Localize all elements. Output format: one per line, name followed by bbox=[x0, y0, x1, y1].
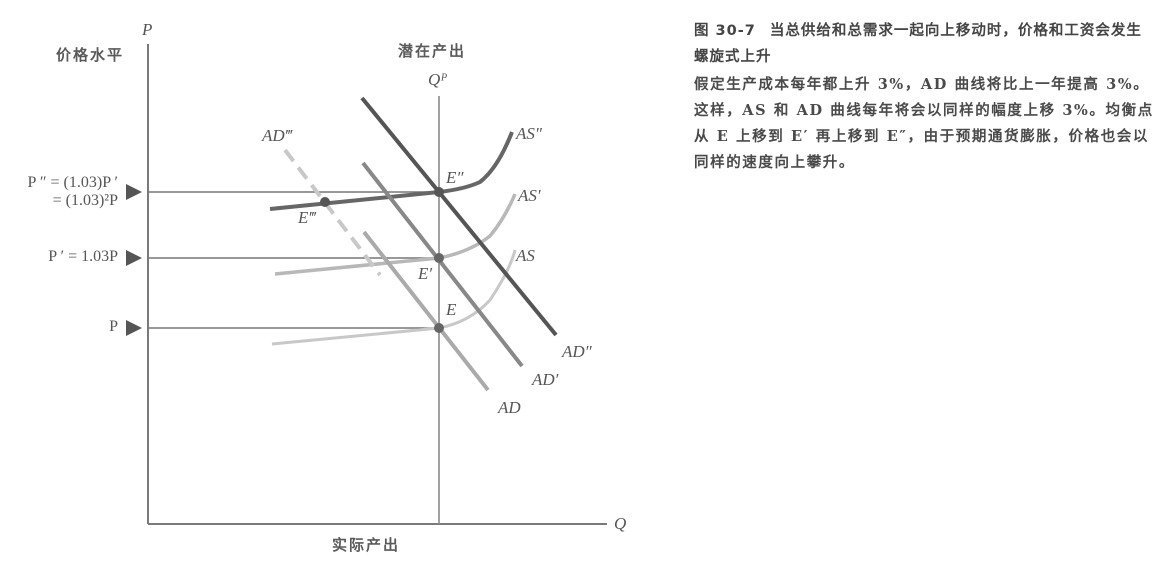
as-prime-curve bbox=[274, 193, 517, 276]
x-axis-symbol: Q bbox=[614, 514, 627, 533]
ad-prime-curve bbox=[361, 161, 524, 368]
price-tick-p1: P ′ = 1.03P bbox=[48, 248, 118, 265]
price-arrow-p2 bbox=[126, 184, 142, 200]
ad-triple-prime-label: AD‴ bbox=[262, 126, 292, 145]
as-ad-diagram: P 价格水平 潜在产出 Qᴾ Q 实际产出 P ″ = (1.03)P ′ = … bbox=[0, 20, 627, 554]
price-arrow-p1 bbox=[126, 250, 142, 266]
price-tick-p2-line1: P ″ = (1.03)P ′ bbox=[27, 174, 118, 191]
y-axis-symbol: P bbox=[142, 20, 153, 39]
as-double-prime-curve bbox=[269, 131, 514, 211]
potential-output-label: 潜在产出 bbox=[398, 42, 467, 60]
caption-body: 假定生产成本每年都上升 3%，AD 曲线将比上一年提高 3%。这样，AS 和 A… bbox=[694, 76, 1154, 171]
price-tick-p2-line2: = (1.03)²P bbox=[52, 192, 118, 209]
as-curve bbox=[271, 249, 517, 346]
potential-output-symbol: Qᴾ bbox=[428, 70, 447, 89]
equilibrium-e1-label: E′ bbox=[418, 264, 433, 283]
price-tick-p2: P ″ = (1.03)P ′ = (1.03)²P bbox=[0, 174, 118, 210]
ad-curve bbox=[362, 230, 490, 392]
equilibrium-e2-label: E″ bbox=[446, 168, 464, 187]
figure-title: 当总供给和总需求一起向上移动时，价格和工资会发生螺旋式上升 bbox=[694, 23, 1142, 65]
ad-double-prime-curve bbox=[360, 96, 558, 337]
equilibrium-e3-marker bbox=[320, 197, 330, 207]
as-double-prime-label: AS″ bbox=[516, 124, 542, 143]
x-axis-label: 实际产出 bbox=[332, 536, 401, 554]
ad-prime-label: AD′ bbox=[532, 370, 559, 389]
equilibrium-e-label: E bbox=[446, 300, 457, 319]
price-arrow-p0 bbox=[126, 320, 142, 336]
y-axis-label: 价格水平 bbox=[56, 46, 125, 64]
equilibrium-e3-label: E‴ bbox=[298, 208, 316, 227]
diagram-canvas bbox=[126, 44, 607, 525]
figure-number: 图 30-7 bbox=[694, 23, 756, 39]
as-label: AS bbox=[516, 246, 535, 265]
ad-triple-prime-curve bbox=[283, 148, 382, 277]
ad-label: AD bbox=[498, 398, 521, 417]
price-tick-p0: P bbox=[109, 318, 118, 335]
equilibrium-e-marker bbox=[434, 323, 444, 333]
ad-double-prime-label: AD″ bbox=[562, 342, 592, 361]
as-prime-label: AS′ bbox=[518, 186, 541, 205]
equilibrium-e2-marker bbox=[434, 187, 444, 197]
equilibrium-e1-marker bbox=[434, 253, 444, 263]
